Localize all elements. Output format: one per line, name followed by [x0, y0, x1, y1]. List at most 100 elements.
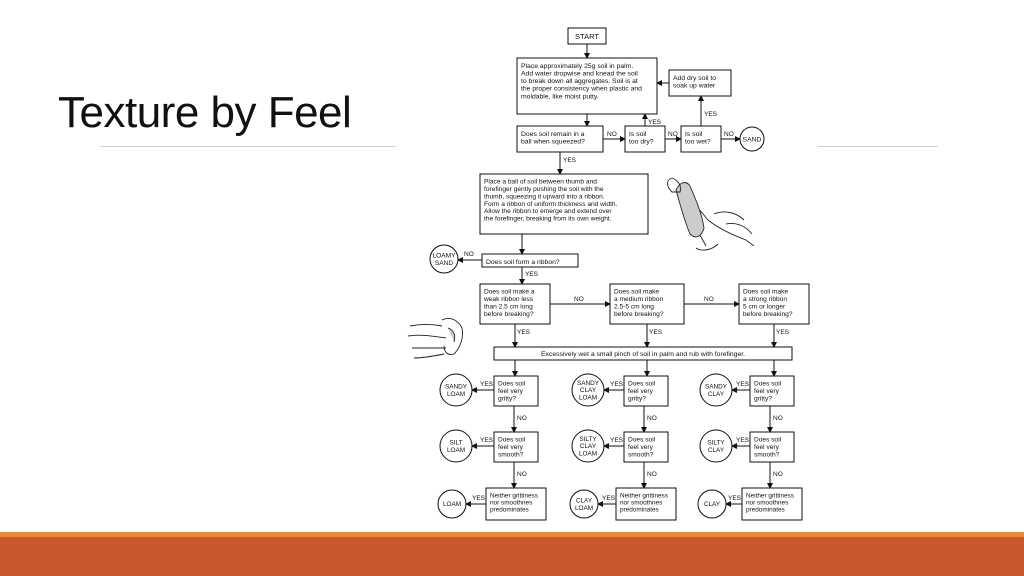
label-yes-medium: YES: [649, 329, 663, 336]
result-col3-gritty: [699, 373, 733, 407]
q-strong-ribbon: [738, 283, 810, 325]
soil-texture-flowchart: START Place approximately 25g soil in pal…: [407, 27, 810, 521]
label-yes-remain: YES: [563, 157, 577, 164]
label-no-gritty-col3: NO: [773, 415, 783, 422]
q-smooth-col3: [749, 431, 795, 463]
result-col1-smooth: [439, 429, 473, 463]
q-gritty-col3: [749, 375, 795, 407]
label-no-weak: NO: [574, 296, 584, 303]
start-box-text: START: [575, 32, 599, 41]
result-col1-neither: [437, 489, 467, 519]
label-no-smooth-col1: NO: [517, 471, 527, 478]
label-yes-strong: YES: [776, 329, 790, 336]
q-neither-col1: [485, 487, 547, 521]
label-yes-smooth-col1: YES: [480, 437, 494, 444]
label-yes-gritty-col3: YES: [736, 381, 750, 388]
result-sand: [739, 126, 765, 152]
title-divider-left: [100, 146, 396, 147]
label-no-smooth-col2: NO: [647, 471, 657, 478]
q-neither-col3: [741, 487, 803, 521]
q-smooth-col2: [623, 431, 669, 463]
label-no-dry: NO: [668, 131, 678, 138]
step-wet-rub-text: Excessively wet a small pinch of soil in…: [541, 351, 745, 358]
q-gritty-col2: [623, 375, 669, 407]
q-weak-ribbon: [479, 283, 551, 325]
q-smooth-col1: [493, 431, 539, 463]
result-col2-gritty: [571, 373, 605, 407]
label-no-medium: NO: [704, 296, 714, 303]
label-no-gritty-col2: NO: [647, 415, 657, 422]
result-col1-neither-text: LOAM: [443, 501, 461, 508]
result-sand-text: SAND: [743, 136, 762, 143]
step-add-dry-soil: [668, 69, 732, 97]
footer-band: [0, 532, 1024, 576]
label-no-ribbon: NO: [464, 251, 474, 258]
q-neither-col2: [615, 487, 677, 521]
label-yes-gritty-col2: YES: [610, 381, 624, 388]
result-col3-neither: [697, 489, 727, 519]
label-yes-neither-col2: YES: [602, 495, 616, 502]
label-yes-gritty-col1: YES: [480, 381, 494, 388]
label-no-remain: NO: [607, 131, 617, 138]
label-yes-dry: YES: [648, 119, 662, 126]
result-loamy-sand: [429, 244, 459, 274]
label-yes-wet: YES: [704, 111, 718, 118]
label-yes-weak: YES: [517, 329, 531, 336]
q-form-ribbon: [481, 253, 579, 268]
label-yes-neither-col3: YES: [728, 495, 742, 502]
q-medium-ribbon: [609, 283, 685, 325]
q-too-dry: [624, 125, 666, 153]
step-form-ribbon: [479, 173, 649, 235]
slide-title: Texture by Feel: [58, 88, 352, 137]
label-yes-neither-col1: YES: [472, 495, 486, 502]
step-place-soil-text: Place approximately 25g soil in palm.Add…: [521, 63, 642, 100]
label-yes-ribbon: YES: [525, 271, 539, 278]
hand-ribbon-illustration: [667, 177, 755, 251]
title-divider-right: [818, 146, 938, 147]
result-col3-smooth: [699, 429, 733, 463]
label-no-smooth-col3: NO: [773, 471, 783, 478]
pinch-hand-illustration: [407, 317, 463, 359]
q-gritty-col1: [493, 375, 539, 407]
result-col1-gritty: [439, 373, 473, 407]
label-no-wet: NO: [724, 131, 734, 138]
footer-stripe: [0, 532, 1024, 537]
start-box: [567, 27, 607, 45]
label-yes-smooth-col2: YES: [610, 437, 624, 444]
result-col2-smooth: [571, 429, 605, 463]
q-remain-ball: [516, 125, 604, 153]
q-form-ribbon-text: Does soil form a ribbon?: [486, 259, 560, 266]
label-no-gritty-col1: NO: [517, 415, 527, 422]
step-place-soil: [516, 57, 658, 115]
step-wet-rub: [493, 346, 793, 361]
label-yes-smooth-col3: YES: [736, 437, 750, 444]
result-col2-neither: [569, 489, 599, 519]
q-too-wet: [680, 125, 722, 153]
result-col3-neither-text: CLAY: [704, 501, 721, 508]
